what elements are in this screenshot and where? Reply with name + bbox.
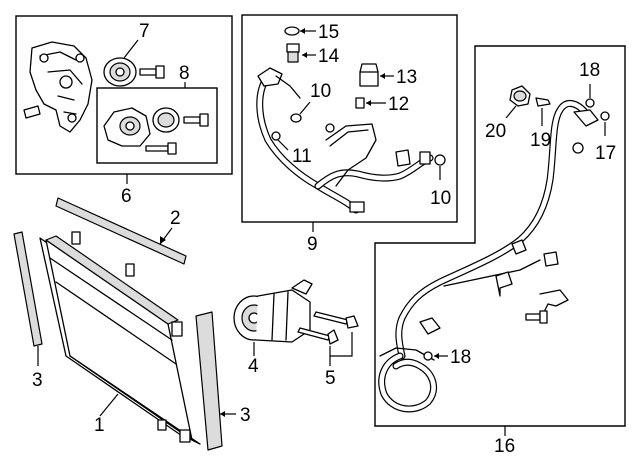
condenser: [39, 231, 201, 445]
o-ring-17: [600, 111, 610, 136]
o-ring-11: [271, 131, 289, 151]
callout-2: 2: [170, 208, 181, 229]
callout-8: 8: [179, 63, 190, 84]
callout-7-leader: [123, 39, 139, 59]
pressure-switch-14: [286, 43, 316, 63]
callout-5: 5: [325, 368, 336, 389]
valve-19: [535, 97, 551, 126]
side-seal-3-right: [195, 311, 236, 451]
suction-discharge-lines: [256, 67, 434, 214]
o-ring-18-lower: [423, 351, 448, 361]
o-ring-15: [284, 26, 316, 36]
o-ring-10-upper: [290, 101, 311, 123]
callout-9: 9: [307, 234, 318, 255]
group-box-8: [96, 87, 218, 164]
side-seal-3-left: [13, 231, 43, 366]
callout-1-leader: [99, 393, 119, 417]
callout-4: 4: [248, 356, 259, 377]
compressor-bolts: [297, 311, 359, 366]
receiver-drier-20: [505, 85, 531, 119]
callout-17: 17: [595, 143, 616, 164]
ac-compressor: [233, 279, 313, 356]
callout-19: 19: [530, 130, 551, 151]
service-cap-13: [359, 63, 394, 87]
callout-16: 16: [494, 436, 515, 457]
tensioner-long-bolt: [145, 142, 177, 155]
valve-core-12: [355, 97, 386, 109]
group-box-16: [374, 45, 626, 436]
bolt-pulley: [139, 65, 165, 79]
callout-11: 11: [292, 146, 312, 167]
tensioner-bolt: [183, 113, 209, 127]
group-box-9: [241, 14, 458, 232]
callout-18-lower: 18: [450, 347, 471, 368]
callout-1: 1: [94, 415, 105, 436]
callout-10-lower: 10: [430, 188, 451, 209]
callout-3-right: 3: [240, 405, 251, 426]
callout-6: 6: [121, 186, 132, 207]
group-box-6: [15, 15, 233, 184]
tensioner-pulley: [152, 107, 180, 133]
callout-7: 7: [139, 21, 150, 42]
o-ring-18-upper: [585, 84, 595, 108]
callout-15: 15: [318, 22, 339, 43]
callout-18-upper: 18: [579, 60, 600, 81]
rear-ac-hose: [378, 100, 599, 413]
mounting-bracket: [23, 41, 93, 133]
belt-tensioner: [103, 107, 151, 147]
callout-12: 12: [388, 94, 409, 115]
callout-20: 20: [485, 121, 506, 142]
callout-13: 13: [396, 67, 417, 88]
upper-seal-2: [55, 197, 187, 265]
o-ring-10-lower: [434, 154, 446, 180]
callout-10-upper: 10: [310, 81, 331, 102]
callout-3-left: 3: [32, 370, 43, 391]
idler-pulley: [103, 57, 137, 87]
callout-14: 14: [318, 46, 340, 67]
